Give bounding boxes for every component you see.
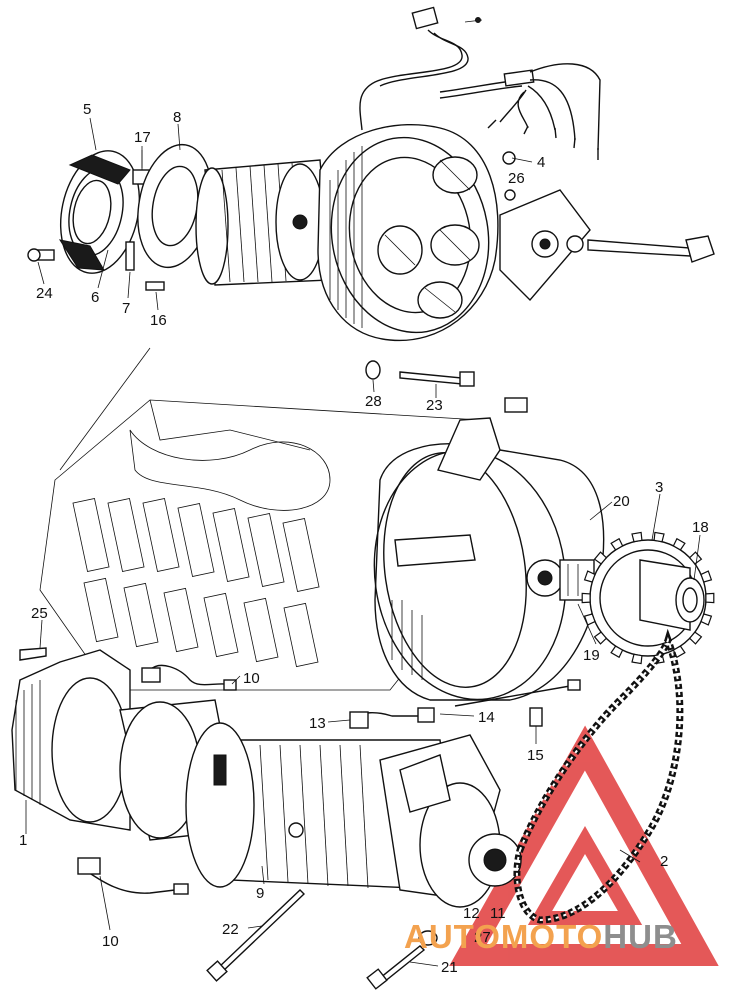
sprocket-tooth bbox=[700, 570, 713, 583]
sprocket-tooth bbox=[700, 613, 713, 626]
callout-25: 25 bbox=[31, 605, 48, 622]
starter-sprocket-11 bbox=[468, 833, 522, 887]
callout-27: 27 bbox=[474, 929, 491, 946]
callout-21: 21 bbox=[441, 959, 458, 976]
sprocket-tooth bbox=[672, 537, 686, 551]
watermark-text-hub: HUB bbox=[603, 918, 678, 955]
watermark-logo bbox=[449, 725, 719, 966]
starter-end-cover-1 bbox=[11, 647, 131, 831]
callout-19: 19 bbox=[583, 647, 600, 664]
brush-holder-plate bbox=[499, 151, 715, 302]
callout-13: 13 bbox=[309, 715, 326, 732]
bolt-23-washer-28 bbox=[365, 360, 475, 387]
callout-22: 22 bbox=[222, 921, 239, 938]
sprocket-tooth bbox=[631, 531, 643, 543]
callout-numbers: 1 2 3 4 5 6 7 8 9 10 10 11 12 13 14 15 1… bbox=[19, 101, 709, 976]
callout-10-upper: 10 bbox=[243, 670, 260, 687]
top-wiring-harness bbox=[359, 6, 601, 160]
sprocket-tooth bbox=[688, 551, 703, 565]
long-bolts-21-22 bbox=[206, 889, 438, 990]
svg-text:AUTOMOTOHUB: AUTOMOTOHUB bbox=[404, 918, 678, 955]
watermark-text-auto: AUTO bbox=[404, 918, 501, 955]
sprocket-tooth bbox=[610, 537, 624, 551]
sprocket-tooth bbox=[631, 653, 643, 665]
sprocket-tooth bbox=[653, 531, 665, 543]
watermark-text: AUTOMOTOHUB bbox=[404, 918, 678, 955]
starter-motor-body-9 bbox=[119, 699, 501, 908]
callout-6: 6 bbox=[91, 289, 99, 306]
callout-24: 24 bbox=[36, 285, 53, 302]
sprocket-tooth bbox=[705, 592, 715, 604]
callout-3: 3 bbox=[655, 479, 663, 496]
callout-23: 23 bbox=[426, 397, 443, 414]
callout-7: 7 bbox=[122, 300, 130, 317]
stator-housing bbox=[317, 123, 499, 342]
sprocket-tooth bbox=[583, 613, 596, 626]
callout-11: 11 bbox=[490, 905, 506, 922]
callout-26: 26 bbox=[508, 170, 525, 187]
sprocket-tooth bbox=[581, 592, 591, 604]
crankcase-housing-20 bbox=[373, 397, 605, 701]
small-parts-lower bbox=[77, 664, 581, 895]
generator-cover-ring-5 bbox=[58, 150, 141, 274]
sprocket-3 bbox=[581, 531, 715, 665]
callout-8: 8 bbox=[173, 109, 181, 126]
callout-2: 2 bbox=[660, 853, 668, 870]
callout-12: 12 bbox=[463, 905, 480, 922]
callout-28: 28 bbox=[365, 393, 382, 410]
sprocket-tooth bbox=[610, 645, 624, 659]
callout-20: 20 bbox=[613, 493, 630, 510]
drive-chain-2 bbox=[513, 628, 684, 924]
callout-5: 5 bbox=[83, 101, 91, 118]
armature-rotor-8 bbox=[137, 143, 331, 286]
callout-18: 18 bbox=[692, 519, 709, 536]
leader-lines bbox=[25, 117, 701, 967]
callout-9: 9 bbox=[256, 885, 264, 902]
sprocket-tooth bbox=[672, 645, 686, 659]
callout-14: 14 bbox=[478, 709, 495, 726]
callout-1: 1 bbox=[19, 832, 27, 849]
small-parts-left-top bbox=[27, 150, 165, 291]
sprocket-tooth bbox=[593, 631, 608, 645]
callout-4: 4 bbox=[537, 154, 545, 171]
sprocket-tooth bbox=[688, 631, 703, 645]
sprocket-tooth bbox=[583, 570, 596, 583]
watermark-text-moto: MOTO bbox=[501, 918, 603, 955]
callout-10-lower: 10 bbox=[102, 933, 119, 950]
sprocket-tooth bbox=[593, 551, 608, 565]
callout-17: 17 bbox=[134, 129, 151, 146]
callout-15: 15 bbox=[527, 747, 544, 764]
callout-16: 16 bbox=[150, 312, 167, 329]
